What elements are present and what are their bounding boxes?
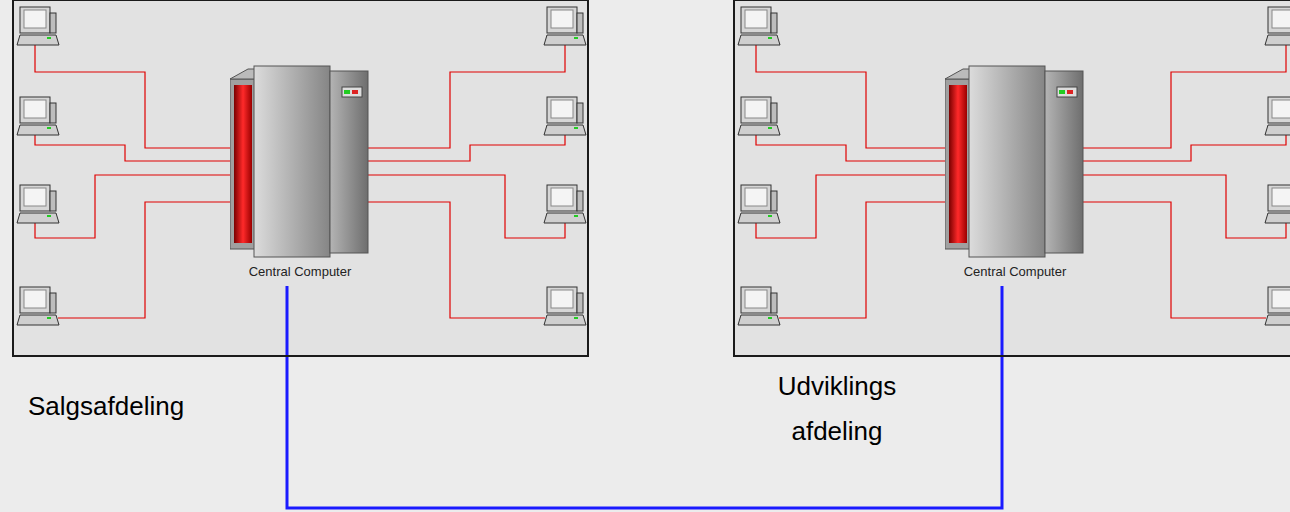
wire — [35, 135, 232, 161]
department-heading: Udviklings afdeling — [757, 364, 917, 454]
cabinet-red-panel — [949, 85, 967, 243]
status-led — [344, 90, 350, 94]
wire — [1081, 135, 1286, 161]
computer-icon — [230, 65, 370, 258]
terminal-icon — [544, 185, 586, 223]
sales-panel-art — [12, 0, 589, 357]
wire — [1081, 175, 1286, 238]
department-panel: Udviklings afdelingCentral Computer — [733, 0, 1290, 357]
terminal-wires — [35, 45, 565, 318]
terminal-icon — [1265, 97, 1290, 135]
terminal-icon — [738, 7, 780, 45]
terminal-icon — [17, 7, 59, 45]
terminal-icon — [17, 287, 59, 325]
wire — [35, 45, 232, 148]
cabinet-rear — [945, 79, 971, 249]
cabinet-side — [330, 71, 368, 253]
terminal-icon — [738, 185, 780, 223]
status-led — [352, 90, 358, 94]
panel-fill — [12, 0, 589, 357]
status-display — [342, 87, 362, 97]
wire — [360, 175, 565, 238]
cabinet-side — [1045, 71, 1083, 253]
wire — [756, 135, 953, 161]
computer-label: Central Computer — [249, 264, 352, 280]
wire — [360, 135, 565, 161]
wire — [360, 45, 565, 148]
terminal-icon — [544, 97, 586, 135]
wire — [779, 202, 953, 318]
development-panel-art — [733, 0, 1290, 357]
network-link — [287, 286, 1002, 508]
terminal-icon — [544, 7, 586, 45]
computer-label: Central Computer — [964, 264, 1067, 280]
cabinet-front — [254, 66, 330, 257]
terminal-icon — [17, 97, 59, 135]
cabinet-front — [969, 66, 1045, 257]
terminal-icon — [738, 287, 780, 325]
department-panel: SalgsafdelingCentral Computer — [12, 0, 589, 357]
wire — [1081, 202, 1266, 318]
wire — [756, 175, 953, 238]
department-heading: Salgsafdeling — [28, 391, 587, 422]
terminal-wires — [756, 45, 1286, 318]
wire — [35, 175, 232, 238]
cabinet-rear — [230, 79, 256, 249]
terminal-icon — [1265, 287, 1290, 325]
terminal-icon — [1265, 7, 1290, 45]
terminal-icon — [738, 97, 780, 135]
status-led — [1059, 90, 1065, 94]
wire — [360, 202, 545, 318]
wire — [1081, 45, 1286, 148]
terminal-icon — [1265, 185, 1290, 223]
status-display — [1057, 87, 1077, 97]
terminal-icon — [544, 287, 586, 325]
panel-fill — [733, 0, 1290, 357]
computer-icon — [945, 65, 1085, 258]
central-computer: Central Computer — [945, 65, 1085, 284]
wire — [756, 45, 953, 148]
central-computer: Central Computer — [230, 65, 370, 284]
cabinet-red-panel — [234, 85, 252, 243]
wire — [58, 202, 232, 318]
status-led — [1067, 90, 1073, 94]
terminal-icon — [17, 185, 59, 223]
